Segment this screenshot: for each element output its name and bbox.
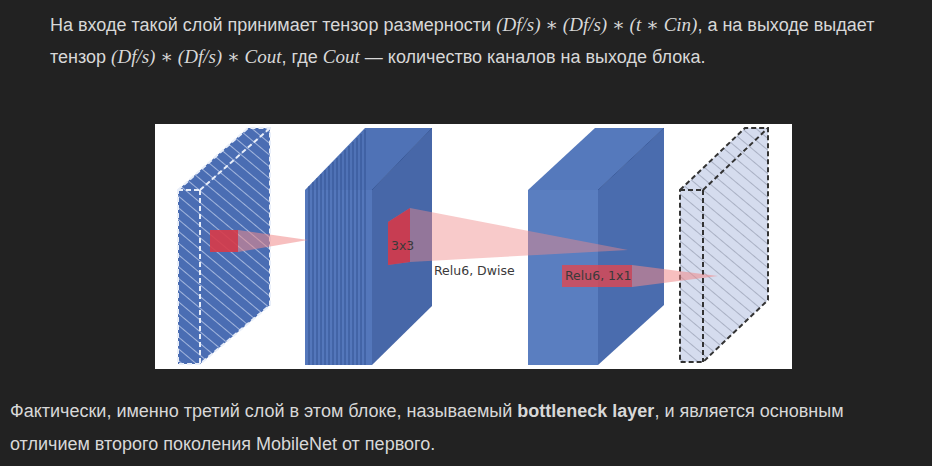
body-text: — количество каналов на выходе блока.: [365, 47, 706, 67]
body-text: Фактически, именно третий слой в этом бл…: [10, 401, 512, 421]
projection-ray: [210, 230, 308, 252]
projection-ray: [388, 208, 628, 265]
image-panel: [155, 124, 792, 369]
kernel-square: [388, 208, 410, 265]
formula: (Df/s) ∗ (Df/s) ∗ (t ∗ Cin): [496, 14, 697, 35]
formula: Cout: [323, 46, 360, 67]
expanded-tensor: [305, 128, 432, 365]
paragraph: Фактически, именно третий слой в этом бл…: [10, 395, 915, 461]
output-tensor: [680, 128, 768, 362]
layer-label: Relu6, Dwise: [434, 263, 515, 278]
projection-ray: [562, 265, 718, 287]
layer-label: Relu6, 1x1: [565, 268, 631, 283]
kernel-square: [562, 265, 632, 287]
body-text: На входе такой слой принимает тензор раз…: [50, 15, 491, 35]
formula: (Df/s) ∗ (Df/s) ∗ Cout: [111, 46, 281, 67]
term: bottleneck layer: [517, 401, 654, 421]
kernel-square: [210, 230, 238, 252]
paragraph: На входе такой слой принимает тензор раз…: [50, 9, 918, 73]
kernel-label: 3x3: [391, 238, 414, 253]
body-text: , где: [282, 47, 318, 67]
